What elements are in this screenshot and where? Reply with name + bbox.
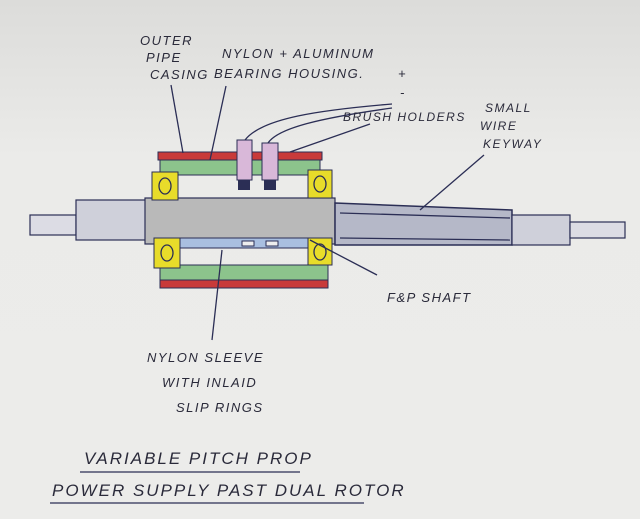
bearing xyxy=(307,169,333,199)
title-line-2: POWER SUPPLY PAST DUAL ROTOR xyxy=(52,481,406,500)
label-small-wire-keyway: SMALL xyxy=(485,101,532,115)
bearing xyxy=(307,237,333,266)
title-line-1: VARIABLE PITCH PROP xyxy=(84,449,313,468)
label-bearing-housing: NYLON + ALUMINUM xyxy=(222,46,374,61)
label-small-wire-keyway: KEYWAY xyxy=(483,137,542,151)
leader-lines xyxy=(170,84,485,341)
shaft-main xyxy=(144,197,336,245)
bearing-housing-bottom xyxy=(159,264,329,281)
label-plus: + xyxy=(398,66,407,81)
brush-holder xyxy=(236,139,253,181)
label-outer-pipe-casing: CASING xyxy=(150,67,209,82)
shaft-left-thread xyxy=(29,214,77,236)
shaft-right-thread xyxy=(569,221,626,239)
slip-ring xyxy=(265,240,279,247)
shaft-left-spline xyxy=(75,199,147,241)
label-nylon-sleeve: NYLON SLEEVE xyxy=(147,350,264,365)
label-shaft: F&P SHAFT xyxy=(387,290,472,305)
label-bearing-housing: BEARING HOUSING. xyxy=(214,66,364,81)
outer-casing-bottom xyxy=(159,279,329,289)
label-nylon-sleeve: SLIP RINGS xyxy=(176,400,263,415)
label-minus: - xyxy=(400,85,406,100)
slip-ring xyxy=(241,240,255,247)
shaft-right-spline xyxy=(511,214,571,246)
label-outer-pipe-casing: OUTER xyxy=(140,33,193,48)
label-outer-pipe-casing: PIPE xyxy=(146,50,182,65)
shaft xyxy=(29,197,626,246)
bearing xyxy=(151,171,179,201)
label-nylon-sleeve: WITH INLAID xyxy=(162,375,257,390)
label-brush-holders: BRUSH HOLDERS xyxy=(343,110,466,124)
label-small-wire-keyway: WIRE xyxy=(480,119,517,133)
brush-holder xyxy=(261,142,279,181)
bearing xyxy=(153,237,181,269)
